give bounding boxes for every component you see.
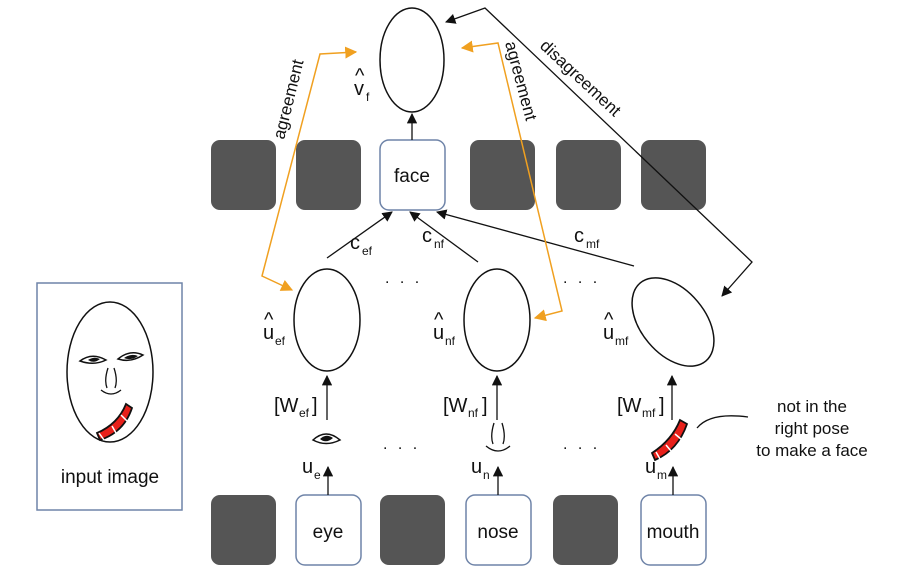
svg-text:nf: nf <box>468 406 479 420</box>
svg-text:e: e <box>314 468 321 482</box>
capsule-dark-top-5 <box>641 140 706 210</box>
u-hat-nose-symbol: u nf ^ <box>433 309 456 348</box>
u-hat-mouth-symbol: u mf ^ <box>603 309 629 348</box>
note-pointer-line <box>696 415 749 429</box>
svg-text:^: ^ <box>434 309 444 331</box>
note-line-1: not in the <box>777 397 847 416</box>
svg-text:c: c <box>574 225 584 247</box>
mouth-capsule-label: mouth <box>647 522 700 543</box>
svg-text:ef: ef <box>299 406 310 420</box>
capsule-dark-bottom-1 <box>211 495 276 565</box>
u-nose-symbol: u n <box>471 456 490 482</box>
svg-text:n: n <box>483 468 490 482</box>
svg-text:ef: ef <box>362 244 373 258</box>
svg-text:c: c <box>350 232 360 254</box>
c-nose-symbol: c nf <box>422 225 445 251</box>
u-mouth-symbol: u m <box>645 456 667 482</box>
ellipsis-lower-right: . . . <box>563 436 600 453</box>
capsule-dark-top-2 <box>296 140 361 210</box>
svg-text:mf: mf <box>642 406 656 420</box>
v-face-symbol: v f ^ <box>354 65 370 104</box>
c-eye-symbol: c ef <box>350 232 373 258</box>
capsule-dark-bottom-2 <box>380 495 445 565</box>
u-hat-eye-symbol: u ef ^ <box>263 309 286 348</box>
w-mouth-symbol: [W mf ] <box>617 395 665 420</box>
ellipsis-upper-left: . . . <box>385 270 422 287</box>
disagreement-arrow <box>445 7 753 297</box>
svg-text:c: c <box>422 225 432 247</box>
svg-text:]: ] <box>482 395 488 417</box>
eye-prediction-ellipse <box>293 268 361 372</box>
u-eye-symbol: u e <box>302 456 321 482</box>
arrow-mouth-to-face <box>435 209 635 267</box>
w-nose-symbol: [W nf ] <box>443 395 488 420</box>
note-line-3: to make a face <box>756 441 868 460</box>
c-mouth-symbol: c mf <box>574 225 600 251</box>
svg-text:ef: ef <box>275 334 286 348</box>
face-drawing-icon <box>66 301 154 443</box>
svg-text:u: u <box>603 322 614 344</box>
svg-text:mf: mf <box>615 334 629 348</box>
agreement-arrow-right <box>460 40 563 322</box>
nose-prediction-ellipse <box>463 268 531 372</box>
mouth-prediction-ellipse <box>631 277 715 367</box>
ellipsis-upper-right: . . . <box>563 270 600 287</box>
capsule-dark-bottom-3 <box>553 495 618 565</box>
ellipsis-lower-left: . . . <box>383 436 420 453</box>
face-capsule-label: face <box>394 166 430 187</box>
capsule-dark-top-1 <box>211 140 276 210</box>
input-image-label: input image <box>61 467 159 488</box>
eye-icon <box>311 433 342 445</box>
svg-text:^: ^ <box>604 309 614 331</box>
svg-text:mf: mf <box>586 237 600 251</box>
w-eye-symbol: [W ef ] <box>274 395 318 420</box>
capsule-dark-top-3 <box>470 140 535 210</box>
agreement-arrow-left <box>261 46 358 291</box>
face-vector-ellipse <box>379 7 445 113</box>
nose-capsule-label: nose <box>477 522 518 543</box>
svg-text:[W: [W <box>274 395 299 417</box>
capsule-dark-top-4 <box>556 140 621 210</box>
svg-text:^: ^ <box>264 309 274 331</box>
svg-text:u: u <box>645 456 656 478</box>
svg-text:[W: [W <box>617 395 642 417</box>
svg-text:]: ] <box>659 395 665 417</box>
svg-text:]: ] <box>312 395 318 417</box>
svg-text:m: m <box>657 468 667 482</box>
svg-text:u: u <box>302 456 313 478</box>
svg-text:[W: [W <box>443 395 468 417</box>
svg-text:^: ^ <box>355 65 365 87</box>
svg-text:f: f <box>366 90 370 104</box>
mouth-icon <box>650 418 689 462</box>
svg-text:nf: nf <box>434 237 445 251</box>
eye-capsule-label: eye <box>313 522 344 543</box>
svg-text:v: v <box>354 78 364 100</box>
note-line-2: right pose <box>775 419 850 438</box>
svg-text:u: u <box>471 456 482 478</box>
nose-icon <box>485 422 511 452</box>
disagreement-label: disagreement <box>536 36 624 120</box>
svg-text:u: u <box>433 322 444 344</box>
svg-text:u: u <box>263 322 274 344</box>
agreement-label-left: agreement <box>269 57 307 141</box>
svg-text:nf: nf <box>445 334 456 348</box>
